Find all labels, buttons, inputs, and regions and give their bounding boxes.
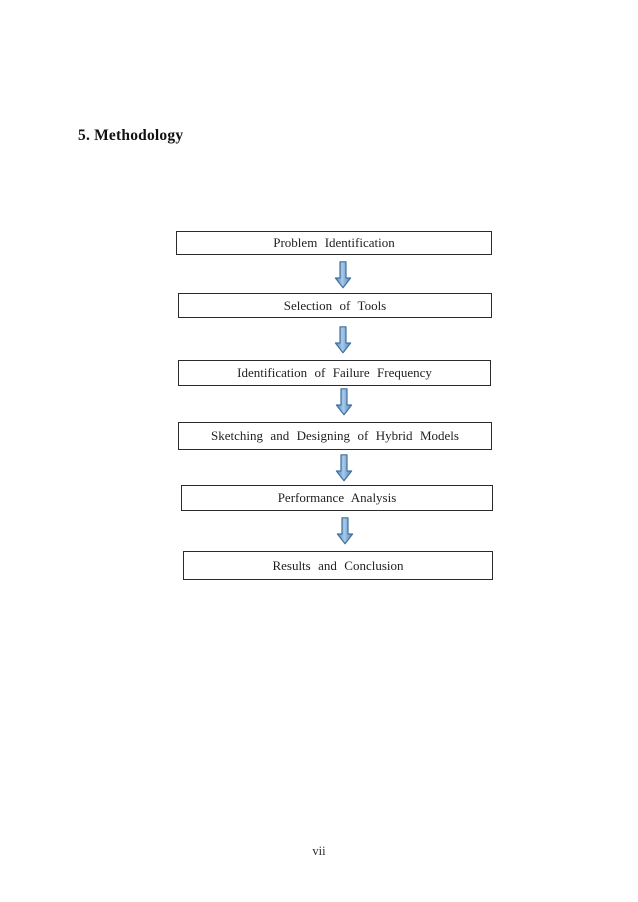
flow-step-label: Results and Conclusion [272, 557, 404, 573]
flow-step-problem-identification: Problem Identification [176, 231, 492, 255]
flow-step-sketching-and-designing: Sketching and Designing of Hybrid Models [178, 422, 492, 450]
flow-step-selection-of-tools: Selection of Tools [178, 293, 492, 318]
flow-step-label: Identification of Failure Frequency [237, 365, 432, 380]
down-arrow-icon [336, 517, 354, 545]
flow-step-label: Problem Identification [273, 235, 395, 250]
flow-step-label: Sketching and Designing of Hybrid Models [211, 428, 459, 443]
down-arrow-icon [334, 326, 352, 354]
flow-step-performance-analysis: Performance Analysis [181, 485, 493, 511]
flow-step-identification-of-failure-frequency: Identification of Failure Frequency [178, 360, 491, 386]
section-heading: 5. Methodology [78, 127, 184, 144]
down-arrow-icon [335, 388, 353, 416]
flow-step-label: Performance Analysis [277, 490, 397, 505]
down-arrow-icon [334, 261, 352, 289]
page-number: vii [312, 844, 326, 858]
down-arrow-icon [335, 454, 353, 482]
flow-step-results-and-conclusion: Results and Conclusion [183, 551, 493, 580]
flow-step-label: Selection of Tools [283, 297, 387, 313]
